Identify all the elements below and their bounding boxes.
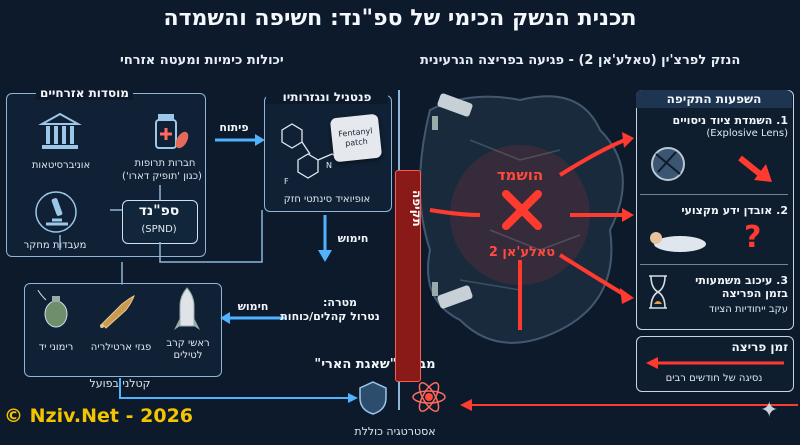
molecule-icon: F N	[281, 123, 343, 186]
surveillance-camera-icon-2	[432, 282, 473, 309]
impact-1-sub: (Explosive Lens)	[706, 128, 788, 139]
shield-icon	[359, 381, 387, 415]
artillery-shell-icon	[100, 295, 135, 329]
lethal-footer: קטלני בפועל	[89, 377, 151, 390]
target-text: נטרול קהלים/כוחות	[280, 310, 380, 323]
attack-bar	[395, 170, 421, 382]
watermark: © Nziv.Net - 2026	[4, 405, 194, 427]
impact-3-label: 3. עיכוב משמעותי בזמן הפריצה	[695, 274, 788, 300]
universities-label: אוניברסיטאות	[31, 160, 91, 171]
atom-icon	[412, 382, 446, 412]
hourglass-icon	[649, 275, 667, 309]
hand-grenades-label: רימוני יד	[38, 342, 74, 353]
microscope-icon	[35, 191, 77, 233]
page-title: תכנית הנשק הכימי של ספ"נד: חשיפה והשמדה	[163, 6, 637, 31]
missile-icon	[174, 287, 200, 330]
sparkle-icon: ✦	[760, 398, 779, 423]
fentanyl-caption: אופיואיד סינתטי חזק	[283, 194, 371, 205]
civil-institutions-header: מוסדות אזרחיים	[36, 86, 133, 100]
surveillance-camera-icon	[432, 93, 473, 130]
develop-label: פיתוח	[219, 121, 249, 134]
down-arrow-icon-1	[738, 155, 772, 182]
svg-text:F: F	[284, 177, 289, 186]
explosive-lens-icon	[651, 147, 685, 181]
left-section-heading: יכולות כימיות ומעטה אזרחי	[120, 53, 284, 68]
impact-divider-1	[640, 194, 788, 195]
weaponize-label-2: חימוש	[237, 300, 269, 313]
site-label: טאלע'אן 2	[488, 245, 556, 260]
attack-bar-label: תקיפה	[410, 190, 424, 227]
pharma-icon	[155, 114, 189, 149]
spnd-label: ספ"נד	[138, 203, 180, 219]
breakout-text: נסיגה של חודשים רבים	[665, 373, 763, 384]
spnd-english: (SPND)	[141, 224, 177, 235]
fentanyl-header: פנטניל ונגזרותיו	[266, 90, 388, 104]
impacts-header-bg	[636, 90, 792, 108]
artillery-shells-label: פגזי ארטילריה	[90, 342, 152, 353]
target-label: מטרה:	[322, 296, 357, 309]
breakout-header: זמן פריצה	[731, 340, 788, 354]
university-icon	[38, 112, 82, 149]
right-section-heading: הנזק לפרצ'ין (טאלע'אן 2) - פגיעה בפריצה …	[420, 53, 741, 68]
impact-divider-2	[640, 264, 788, 265]
breakout-arrow	[646, 357, 784, 369]
missile-warheads-label: ראשי קרב לטילים	[166, 338, 210, 361]
pharma-note: (כגון 'תופיק דארו')	[122, 171, 202, 182]
grenade-icon	[37, 290, 68, 328]
impact-3-sub: עקב ייחודיות הציוד	[708, 304, 788, 315]
strategy-label: אסטרטגיה כוללת	[354, 425, 436, 438]
svg-text:N: N	[326, 161, 332, 170]
impacts-header: השפעות התקיפה	[666, 92, 762, 106]
weaponize-label: חימוש	[337, 232, 369, 245]
research-labs-label: מעבדות מחקר	[23, 240, 87, 251]
destroyed-label: הושמד	[496, 166, 544, 184]
question-mark-icon: ?	[744, 220, 762, 255]
fallen-scientist-icon	[650, 232, 706, 252]
impact-2-label: 2. אובדן ידע מקצועי	[681, 204, 788, 217]
pharma-label: חברות תרופות	[134, 158, 196, 169]
destroyed-x-icon	[502, 190, 542, 230]
impacts-box	[636, 90, 794, 330]
impact-1-label: 1. השמדת ציוד ניסויים	[672, 114, 788, 127]
